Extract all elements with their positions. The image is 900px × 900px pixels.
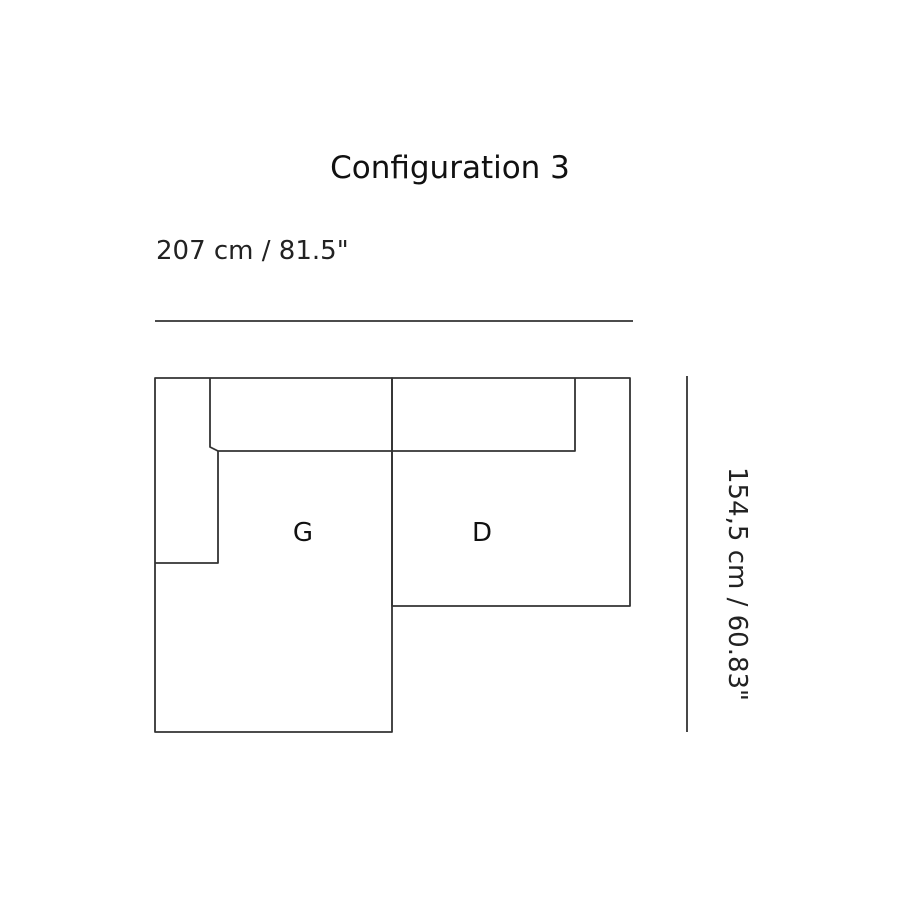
module-g-backrest [209,378,392,452]
module-g-label: G [293,518,313,548]
module-d-label: D [472,518,492,548]
module-g-armrest [155,451,219,564]
width-dimension-label: 207 cm / 81.5" [156,236,349,266]
module-g-outline [154,377,393,733]
module-d-backrest [392,378,576,452]
module-d-outline [391,377,631,607]
diagram-title: Configuration 3 [330,150,570,186]
